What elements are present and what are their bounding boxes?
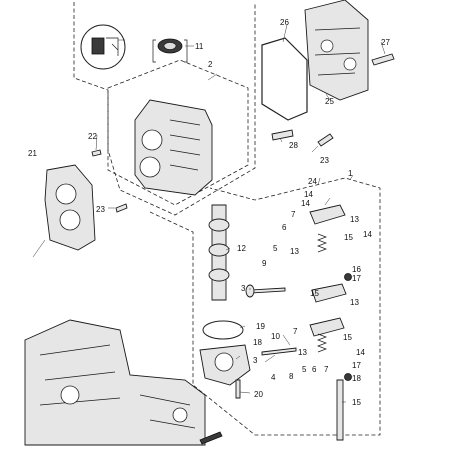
callout-label: 14 [304, 190, 313, 199]
valve-lower [261, 347, 297, 356]
callout-label: 28 [289, 141, 298, 150]
callout-label: 15 [344, 233, 353, 242]
callout-label: 25 [325, 97, 334, 106]
callout-label: 13 [290, 247, 299, 256]
callout-label: 22 [88, 132, 97, 141]
callout-label: 20 [254, 390, 263, 399]
callout-label: 15 [343, 333, 352, 342]
callout-label: 23 [320, 156, 329, 165]
cam-lobe-2 [208, 243, 230, 257]
callout-labels: 1 2 3 3 4 5 5 6 6 7 7 7 8 9 10 11 12 13 … [28, 18, 390, 407]
callout-label: 7 [324, 365, 329, 374]
head-ribs [169, 119, 201, 171]
callout-label: 19 [256, 322, 265, 331]
valve-upper [249, 287, 286, 294]
callout-label: 7 [291, 210, 296, 219]
callout-label: 9 [262, 259, 267, 268]
inset-seal [91, 37, 105, 55]
valve-assembly-outline [149, 177, 381, 436]
cam-lobe-1 [208, 218, 230, 232]
callout-label: 12 [237, 244, 246, 253]
callout-label: 26 [280, 18, 289, 27]
rocker-arm-middle [311, 283, 347, 303]
callout-label: 11 [195, 42, 204, 51]
bolt-23-lower [115, 203, 128, 213]
pulley-gasket [202, 320, 244, 340]
cover-boss-1 [320, 39, 334, 53]
callout-label: 18 [253, 338, 262, 347]
callout-label: 15 [352, 398, 361, 407]
valve-spring-lower [317, 333, 327, 353]
head-cover [304, 0, 369, 101]
callout-label: 23 [96, 205, 105, 214]
head-gasket [44, 164, 96, 251]
washer-18-lower [344, 373, 352, 381]
rocker-arm-lower [309, 317, 345, 337]
callout-label: 2 [208, 60, 213, 69]
leader-lines [32, 24, 386, 403]
callout-label: 5 [302, 365, 307, 374]
bolt-23-upper [91, 149, 102, 157]
head-cover-ribs [314, 27, 361, 76]
cam-lobe-3 [208, 268, 230, 282]
crankcase-bolt [199, 431, 223, 445]
cover-boss-2 [343, 57, 357, 71]
callout-label: 16 [352, 265, 361, 274]
gasket-bore-2 [59, 209, 81, 231]
pushrod [336, 379, 344, 441]
callout-label: 17 [352, 274, 361, 283]
callout-label: 13 [350, 215, 359, 224]
callout-label: 17 [352, 361, 361, 370]
callout-label: 5 [273, 244, 278, 253]
gasket-bore-1 [55, 183, 77, 205]
callout-label: 14 [301, 199, 310, 208]
callout-label: 14 [356, 348, 365, 357]
crankcase-boss-2 [172, 407, 188, 423]
callout-label: 3 [253, 356, 258, 365]
valve-spring-upper [317, 233, 327, 253]
bolt-24 [317, 133, 334, 147]
callout-label: 4 [271, 373, 276, 382]
callout-label: 6 [282, 223, 287, 232]
spark-plug [271, 129, 294, 141]
head-chamber-lower [139, 156, 161, 178]
head-assembly-outline [73, 2, 256, 216]
valve-upper-head [245, 284, 255, 298]
housing-bore [214, 352, 234, 372]
inset-bracket [106, 37, 119, 56]
head-chamber-upper [141, 129, 163, 151]
callout-label: 10 [271, 332, 280, 341]
washer-18-upper [344, 273, 352, 281]
oil-seal-inner [163, 42, 177, 50]
callout-label: 8 [289, 372, 294, 381]
crankcase-boss-1 [60, 385, 80, 405]
callout-label: 13 [298, 348, 307, 357]
callout-label: 27 [381, 38, 390, 47]
callout-label: 6 [312, 365, 317, 374]
callout-label: 7 [293, 327, 298, 336]
callout-label: 18 [352, 374, 361, 383]
bolt-21 [235, 379, 241, 399]
cover-gasket [261, 37, 308, 121]
callout-label: 21 [28, 149, 37, 158]
head-dashed-box [107, 59, 249, 206]
rocker-arm-upper [309, 204, 346, 225]
seal-bracket [152, 39, 188, 63]
callout-label: 24 [308, 177, 317, 186]
crankcase-block [24, 319, 206, 446]
callout-label: 1 [348, 169, 353, 178]
callout-label: 13 [350, 298, 359, 307]
bolt-28 [371, 53, 395, 66]
callout-label: 3 [241, 284, 246, 293]
crankcase-details [39, 344, 196, 429]
callout-label: 15 [310, 289, 319, 298]
callout-label: 14 [363, 230, 372, 239]
